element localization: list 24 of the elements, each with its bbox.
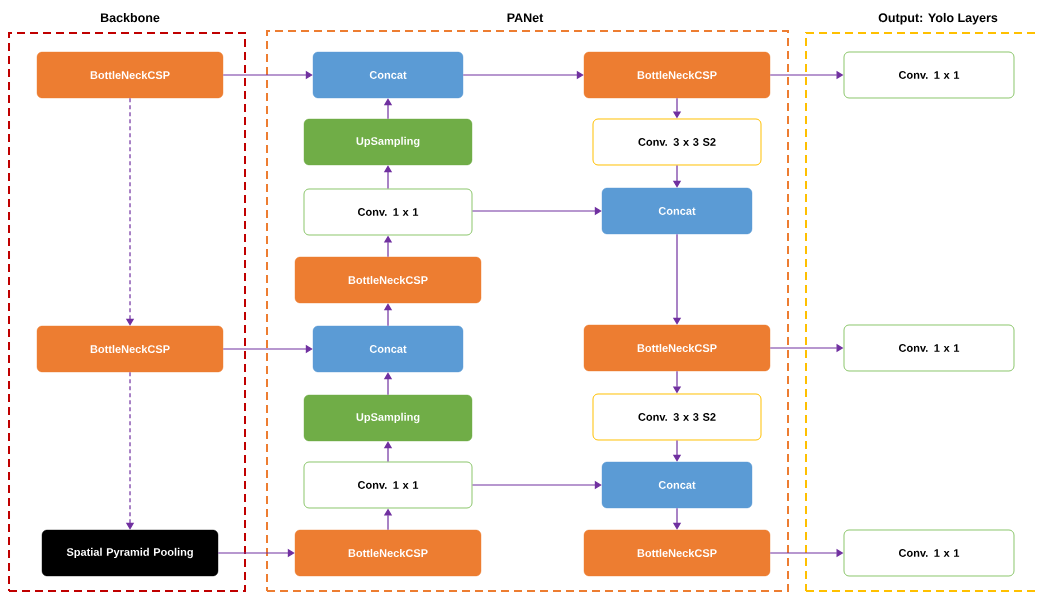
node-label: Output: Yolo Layers <box>878 12 998 25</box>
process-box: BottleNeckCSP <box>583 51 771 99</box>
process-box: BottleNeckCSP <box>583 324 771 372</box>
process-box: Conv. 1 x 1 <box>303 188 473 236</box>
process-box: Spatial Pyramid Pooling <box>41 529 219 577</box>
process-box: Concat <box>312 51 464 99</box>
process-box: Conv. 1 x 1 <box>843 324 1015 372</box>
node-label: PANet <box>507 13 544 23</box>
process-box: Concat <box>601 187 753 235</box>
process-box: Conv. 3 x 3 S2 <box>592 393 762 441</box>
process-box: UpSampling <box>303 394 473 442</box>
process-box: UpSampling <box>303 118 473 166</box>
process-box: Conv. 1 x 1 <box>843 51 1015 99</box>
process-box: Conv. 1 x 1 <box>843 529 1015 577</box>
process-box: Conv. 3 x 3 S2 <box>592 118 762 166</box>
process-box: BottleNeckCSP <box>294 529 482 577</box>
node-label: Backbone <box>100 12 160 23</box>
process-box: BottleNeckCSP <box>583 529 771 577</box>
process-box: BottleNeckCSP <box>36 51 224 99</box>
process-box: Concat <box>601 461 753 509</box>
process-box: BottleNeckCSP <box>36 325 224 373</box>
process-box: Concat <box>312 325 464 373</box>
process-box: Conv. 1 x 1 <box>303 461 473 509</box>
process-box: BottleNeckCSP <box>294 256 482 304</box>
